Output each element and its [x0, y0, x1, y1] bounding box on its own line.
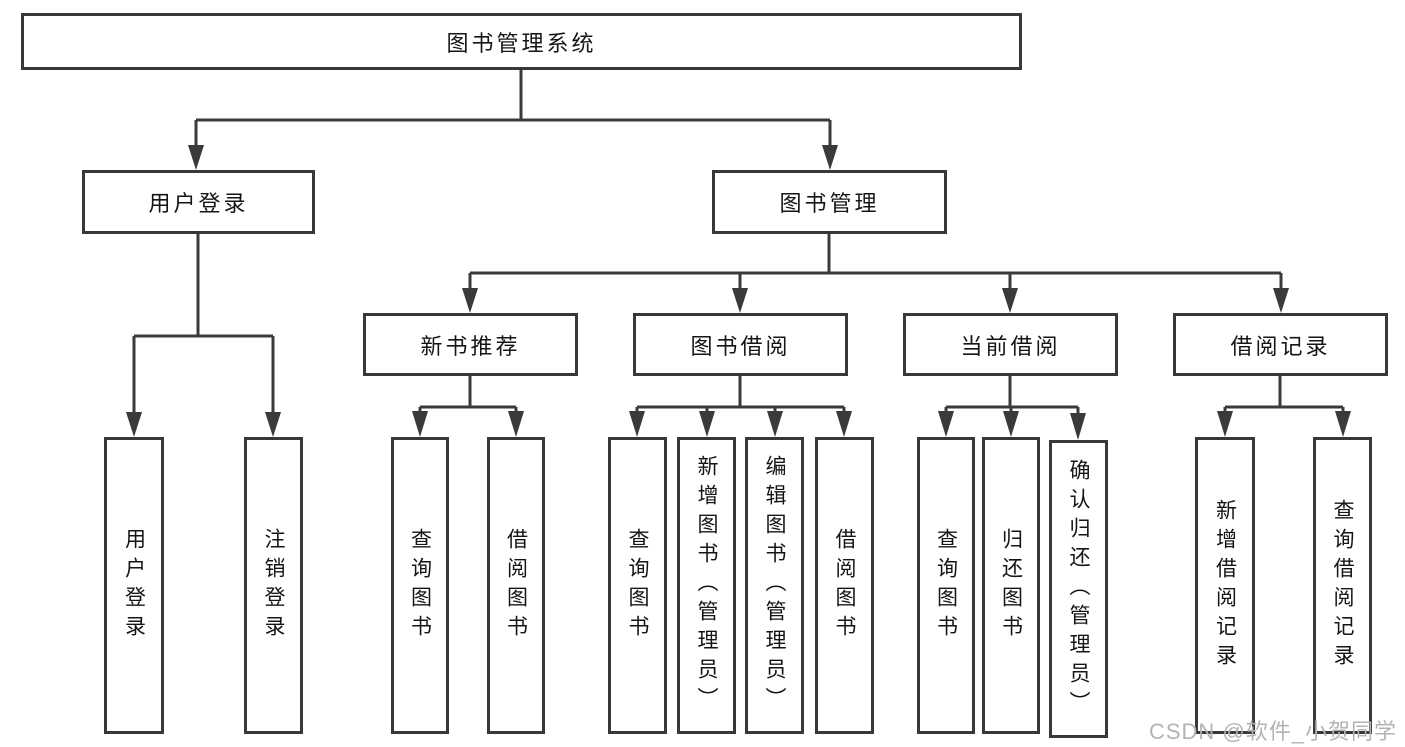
- leaf-nbr-query-book: 查询图书: [391, 437, 449, 734]
- node-user-login: 用户登录: [82, 170, 315, 234]
- connector-root-to-level2: [188, 70, 838, 170]
- leaf-nbr-borrow-book: 借阅图书: [487, 437, 545, 734]
- leaf-user-login: 用户登录: [104, 437, 164, 734]
- connector-currentborrow-to-leaves: [938, 376, 1086, 440]
- leaf-br-query-record: 查询借阅记录: [1313, 437, 1372, 734]
- node-book-borrow: 图书借阅: [633, 313, 848, 376]
- leaf-bb-add-book-admin: 新增图书（管理员）: [677, 437, 736, 734]
- csdn-watermark: CSDN @软件_小贺同学: [1148, 719, 1397, 744]
- leaf-bb-edit-book-admin: 编辑图书（管理员）: [745, 437, 804, 734]
- leaf-bb-borrow-book: 借阅图书: [815, 437, 874, 734]
- node-new-book-recommend: 新书推荐: [363, 313, 578, 376]
- leaf-br-add-record: 新增借阅记录: [1195, 437, 1255, 734]
- connector-borrowrecord-to-leaves: [1217, 376, 1351, 437]
- node-book-management: 图书管理: [712, 170, 947, 234]
- leaf-bb-query-book: 查询图书: [608, 437, 667, 734]
- leaf-cb-query-book: 查询图书: [917, 437, 975, 734]
- leaf-cb-confirm-return-admin: 确认归还（管理员）: [1049, 440, 1108, 738]
- node-root: 图书管理系统: [21, 13, 1022, 70]
- leaf-cb-return-book: 归还图书: [982, 437, 1040, 734]
- connector-bookmgmt-to-level3: [462, 234, 1289, 313]
- connector-userlogin-to-leaves: [126, 234, 281, 437]
- node-current-borrow: 当前借阅: [903, 313, 1118, 376]
- connector-bookborrow-to-leaves: [629, 376, 852, 437]
- leaf-logout: 注销登录: [244, 437, 303, 734]
- connector-newbookrec-to-leaves: [412, 376, 524, 437]
- node-borrow-record: 借阅记录: [1173, 313, 1388, 376]
